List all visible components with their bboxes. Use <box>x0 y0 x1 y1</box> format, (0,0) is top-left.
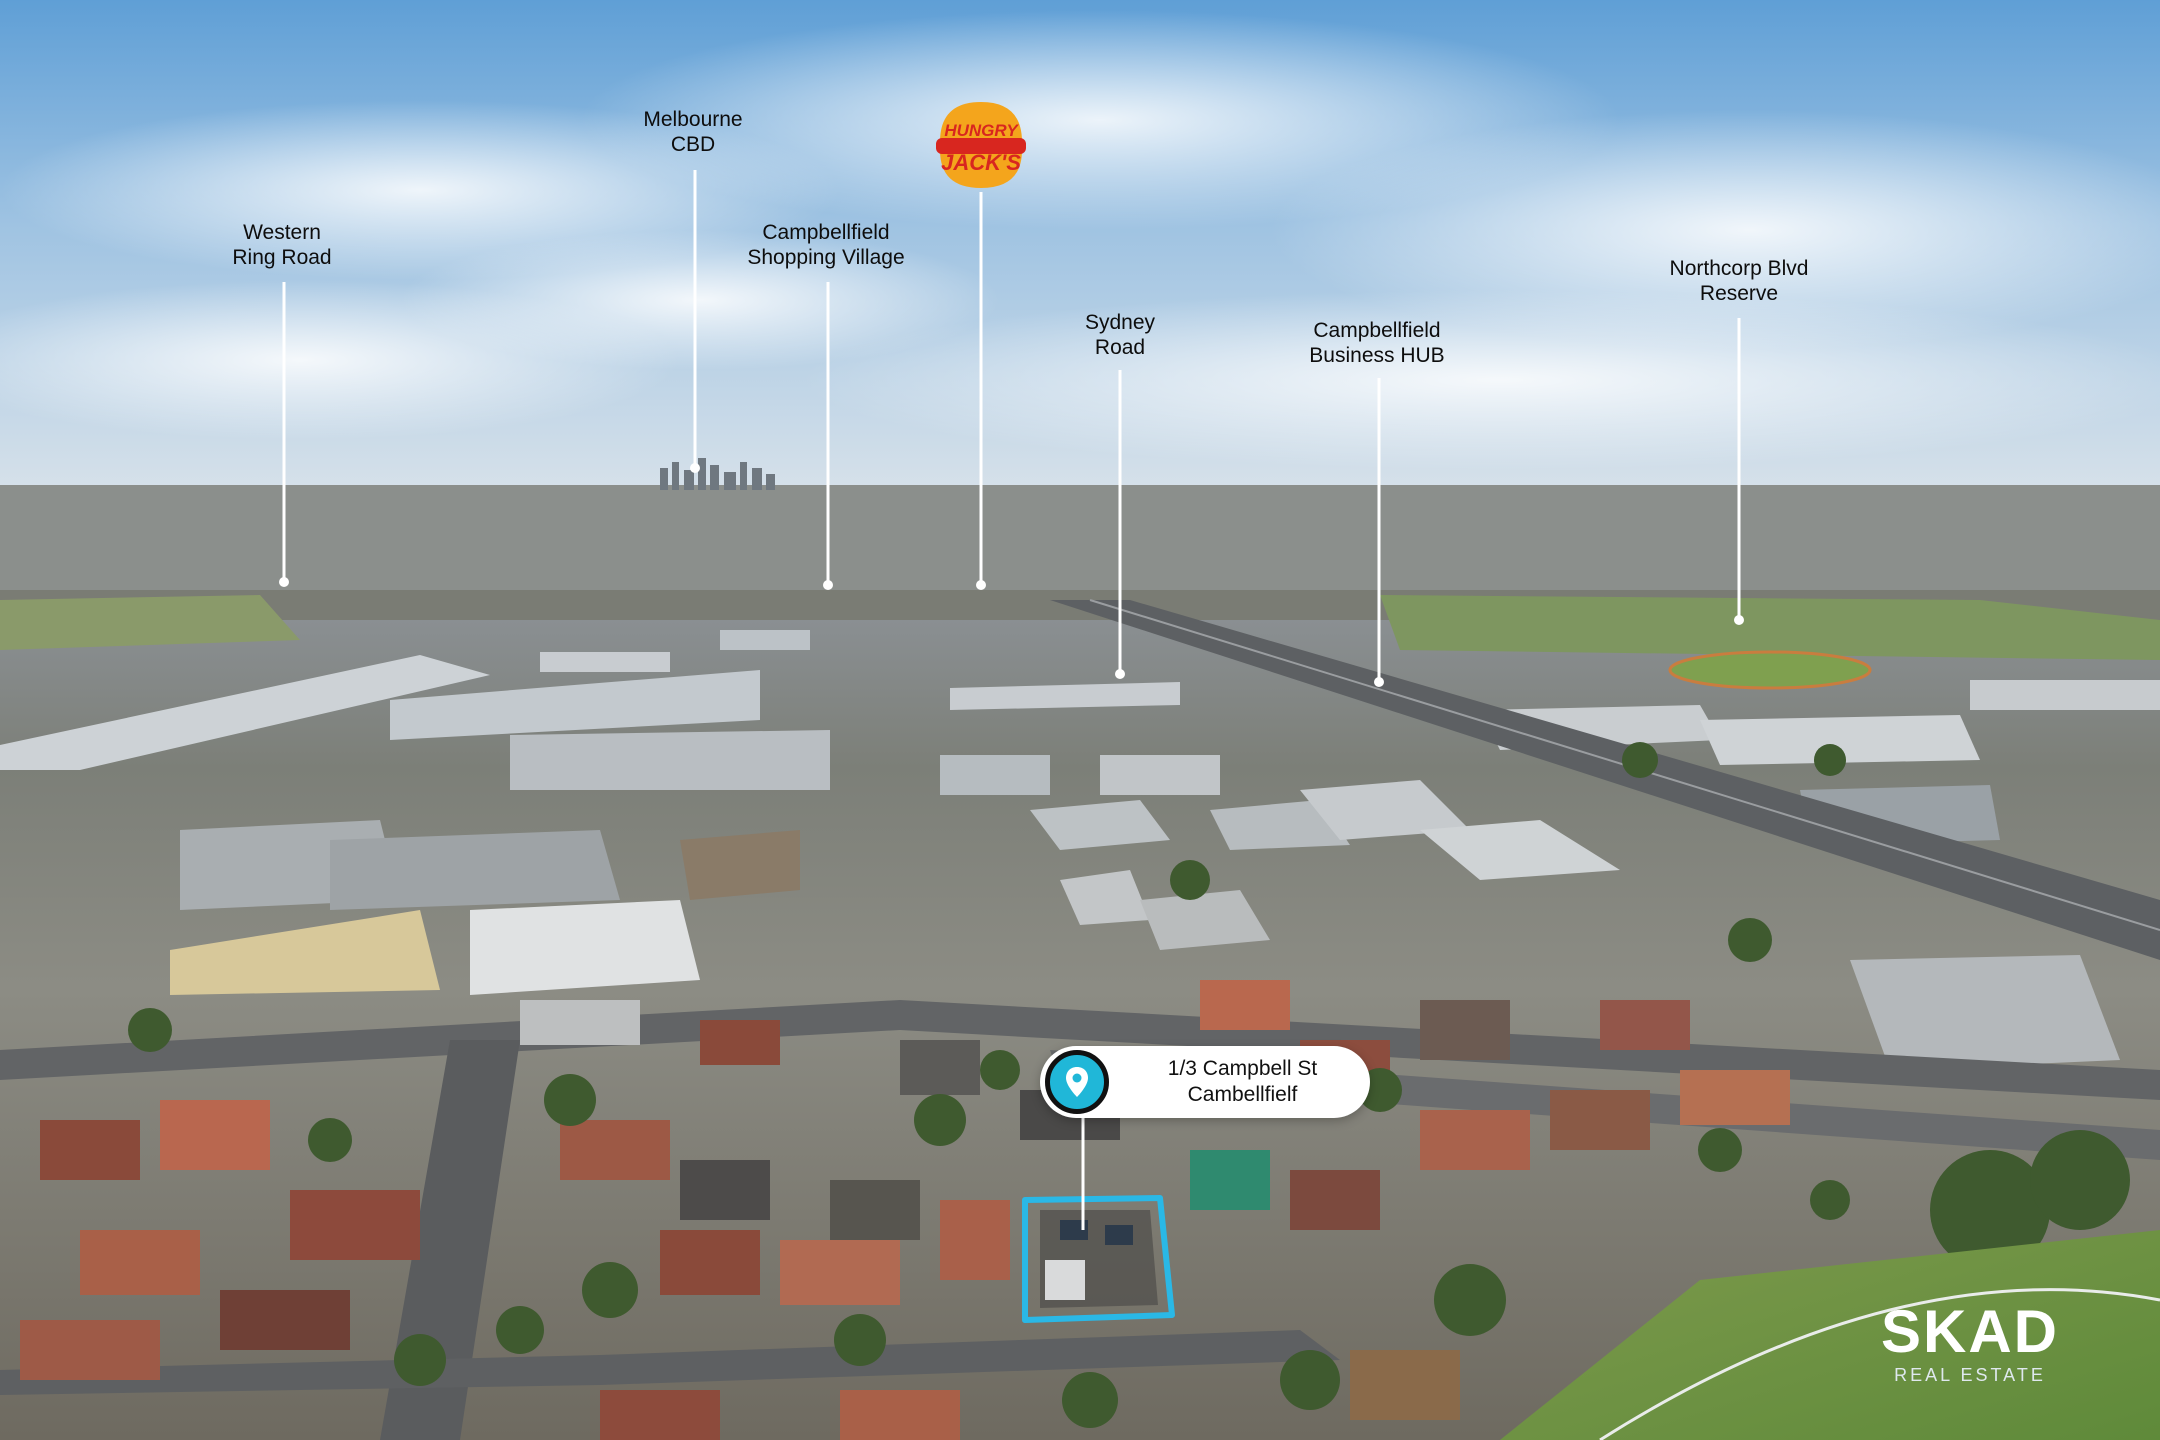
leader-dot-hungry-jacks <box>976 580 986 590</box>
leader-dot-northcorp-blvd-reserve <box>1734 615 1744 625</box>
label-line: Sydney <box>1084 311 1156 334</box>
leader-dot-melbourne-cbd <box>690 463 700 473</box>
leader-melbourne-cbd <box>693 170 697 467</box>
label-line: CBD <box>670 133 716 156</box>
location-pin-icon <box>1045 1050 1109 1114</box>
label-western-ring-road: Western Ring Road <box>232 220 331 270</box>
leader-dot-campbellfield-shopping-village <box>823 580 833 590</box>
property-address-line2: Cambellfielf <box>1187 1083 1298 1106</box>
hungry-jacks-logo: HUNGRY JACK'S <box>936 102 1026 188</box>
leader-campbellfield-shopping-village <box>826 282 830 584</box>
leader-sydney-road <box>1118 370 1122 672</box>
leader-dot-campbellfield-business-hub <box>1374 677 1384 687</box>
brand-name: SKAD <box>1880 1298 2059 1365</box>
label-line: Reserve <box>1699 282 1779 305</box>
hungry-jacks-line1: HUNGRY <box>944 121 1019 140</box>
label-melbourne-cbd: Melbourne CBD <box>643 107 742 157</box>
leader-hungry-jacks <box>979 192 983 584</box>
leader-dot-western-ring-road <box>279 577 289 587</box>
label-line: Ring Road <box>232 246 332 269</box>
leader-dot-sydney-road <box>1115 669 1125 679</box>
label-line: Campbellfield <box>762 221 890 244</box>
label-line: Northcorp Blvd <box>1669 257 1809 280</box>
label-sydney-road: Sydney Road <box>1085 310 1155 360</box>
label-line: Business HUB <box>1309 344 1445 367</box>
leader-northcorp-blvd-reserve <box>1737 318 1741 618</box>
leader-property <box>1081 1118 1085 1230</box>
leader-western-ring-road <box>282 282 286 580</box>
brand-tagline: REAL ESTATE <box>1894 1365 2046 1385</box>
label-line: Shopping Village <box>747 246 905 269</box>
label-line: Western <box>243 221 321 244</box>
label-northcorp-blvd-reserve: Northcorp Blvd Reserve <box>1670 256 1809 306</box>
label-campbellfield-business-hub: Campbellfield Business HUB <box>1309 318 1444 368</box>
label-line: Road <box>1094 336 1146 359</box>
label-line: Campbellfield <box>1313 319 1441 342</box>
label-line: Melbourne <box>643 108 743 131</box>
leader-campbellfield-business-hub <box>1377 378 1381 680</box>
label-campbellfield-shopping-village: Campbellfield Shopping Village <box>747 220 904 270</box>
property-address-line1: 1/3 Campbell St <box>1167 1057 1318 1080</box>
brand-logo: SKAD REAL ESTATE <box>1855 1300 2085 1386</box>
property-address: 1/3 Campbell St Cambellfielf <box>1120 1056 1365 1108</box>
hungry-jacks-line2: JACK'S <box>941 150 1021 175</box>
